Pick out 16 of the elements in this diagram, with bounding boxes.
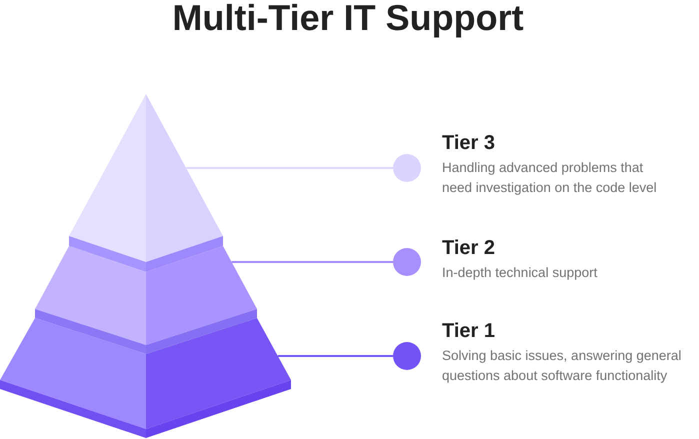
dot-marker bbox=[393, 248, 421, 276]
leader-line bbox=[186, 167, 393, 169]
pyramid-bottom-tier bbox=[0, 318, 291, 438]
tier-description: Solving basic issues, answering general questions about software functionality bbox=[442, 347, 682, 385]
tier-heading: Tier 2 bbox=[442, 236, 495, 260]
title: Multi-Tier IT Support bbox=[172, 0, 524, 36]
tier-heading: Tier 3 bbox=[442, 131, 495, 155]
tier-description: Handling advanced problems that need investigation on the code level bbox=[442, 159, 658, 197]
tier-heading: Tier 1 bbox=[442, 319, 495, 343]
pyramid-middle-tier bbox=[35, 246, 257, 354]
pyramid-top-tier bbox=[69, 94, 223, 272]
leader-line bbox=[278, 355, 393, 357]
tier-description: In-depth technical support bbox=[442, 264, 598, 282]
dot-marker bbox=[393, 154, 421, 182]
dot-marker bbox=[393, 342, 421, 370]
leader-line bbox=[232, 261, 393, 263]
